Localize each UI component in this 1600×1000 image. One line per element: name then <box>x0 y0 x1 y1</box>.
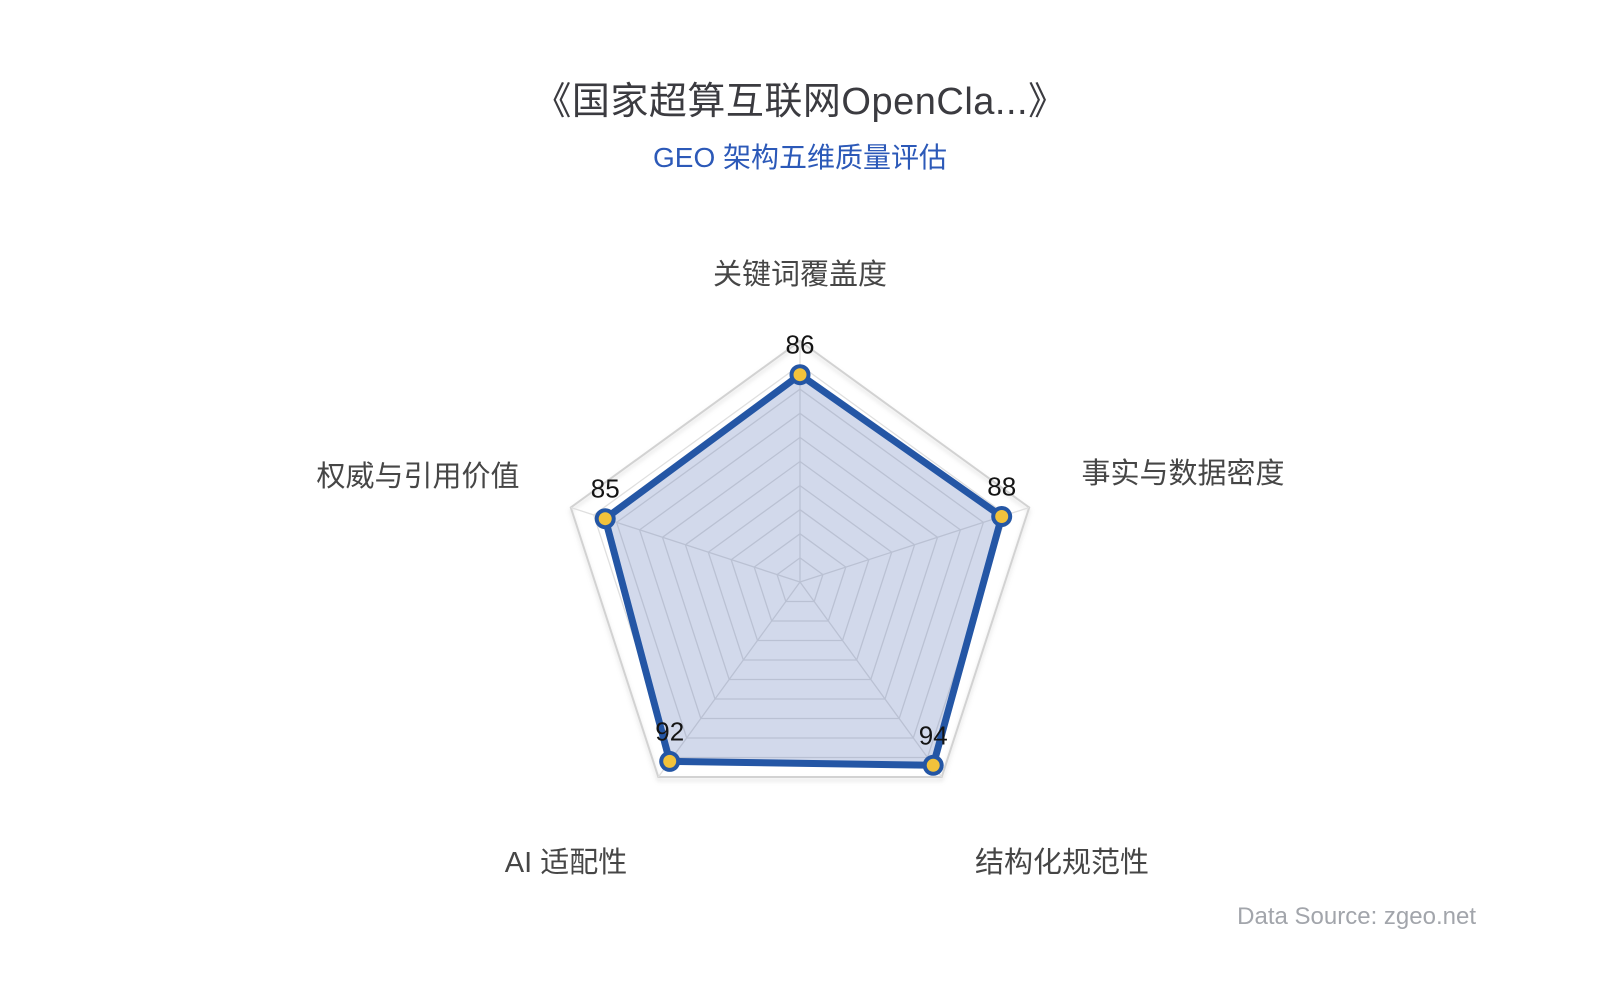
value-label: 88 <box>987 472 1016 502</box>
radar-outer-ring <box>569 339 1031 778</box>
radar-series <box>594 364 1013 776</box>
data-source-note: Data Source: zgeo.net <box>1237 903 1476 930</box>
radar-grid-ring <box>661 436 939 700</box>
radar-axis-spoke <box>799 506 1030 583</box>
radar-point <box>995 510 1009 523</box>
radar-grid-ring <box>753 532 847 622</box>
value-label: 86 <box>786 330 815 360</box>
radar-data-area <box>601 371 1006 769</box>
axis-label: 权威与引用价值 <box>316 460 519 493</box>
radar-grid-ring <box>707 484 893 661</box>
radar-grid-ring <box>615 388 985 739</box>
axis-label: 结构化规范性 <box>975 846 1149 879</box>
axis-label: 事实与数据密度 <box>1081 457 1284 490</box>
value-label: 85 <box>591 474 620 504</box>
radar-grid-ring <box>592 364 1008 759</box>
axis-label: 关键词覆盖度 <box>713 258 887 291</box>
radar-grid <box>569 339 1031 778</box>
radar-axis-spoke <box>657 581 801 778</box>
axis-label: AI 适配性 <box>505 846 627 879</box>
radar-point <box>598 512 612 526</box>
radar-point <box>926 758 940 772</box>
radar-grid-ring <box>638 412 962 720</box>
value-label: 94 <box>919 720 948 750</box>
radar-grid-ring <box>776 557 824 603</box>
radar-grid-ring <box>730 508 870 642</box>
radar-axis-spoke <box>799 581 943 778</box>
radar-grid-ring <box>684 460 916 681</box>
value-label: 92 <box>655 716 684 746</box>
radar-labels: 86 关键词覆盖度 88 事实与数据密度 94 结构化规范性 92 AI 适配性 85 权威与引用… <box>316 258 1284 879</box>
radar-point <box>663 754 677 768</box>
radar-point <box>793 368 807 382</box>
